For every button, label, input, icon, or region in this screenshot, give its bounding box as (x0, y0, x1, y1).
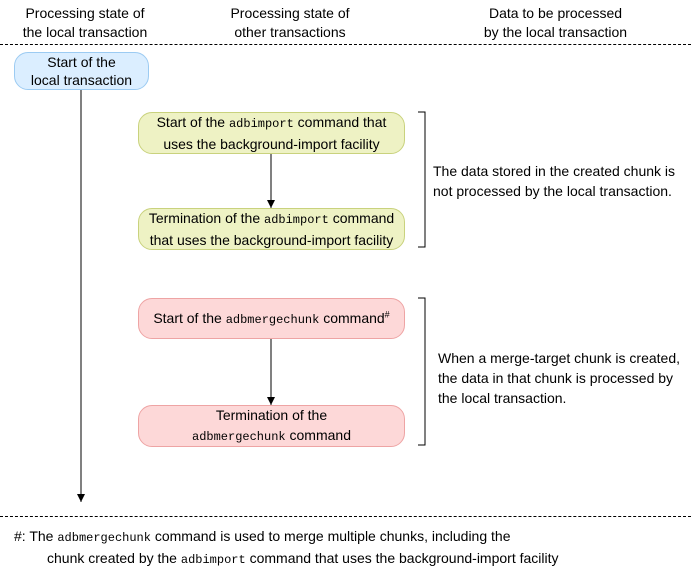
import-end-line1: Termination of the adbimport command (148, 210, 395, 227)
merge-end-box: Termination of the adbmergechunk command (138, 405, 405, 447)
header-other-line2: other transactions (234, 24, 346, 40)
import-start-box: Start of the adbimport command that uses… (138, 112, 405, 154)
merge-start-line: Start of the adbmergechunk command# (153, 308, 390, 327)
header-local-line2: the local transaction (22, 24, 148, 40)
merge-end-line2: adbmergechunk command (192, 427, 351, 444)
import-end-line2: that uses the background-import facility (149, 232, 394, 248)
start-local-line1: Start of the (47, 54, 116, 70)
import-end-box: Termination of the adbimport command tha… (138, 208, 405, 250)
import-note: The data stored in the created chunk is … (433, 161, 675, 201)
merge-note: When a merge-target chunk is created, th… (438, 348, 680, 408)
header-data: Data to be processed by the local transa… (420, 4, 691, 42)
adbimport-command-text: adbimport (264, 213, 329, 227)
footnote-mark: # (384, 308, 390, 319)
footnote: #: The adbmergechunk command is used to … (14, 526, 559, 570)
merge-bracket (418, 297, 426, 446)
header-local-state: Processing state of the local transactio… (0, 4, 170, 42)
header-divider (0, 44, 691, 45)
adbmergechunk-command-text: adbmergechunk (192, 430, 286, 444)
header-other-line1: Processing state of (230, 5, 350, 21)
merge-note-line2: the data in that chunk is processed by (438, 370, 674, 386)
merge-note-line1: When a merge-target chunk is created, (438, 350, 681, 366)
import-note-line1: The data stored in the created chunk is (433, 163, 676, 179)
import-start-line2: uses the background-import facility (163, 136, 380, 152)
footnote-marker: #: (14, 528, 26, 544)
start-local-line2: local transaction (30, 72, 133, 88)
start-local-transaction-box: Start of the local transaction (14, 52, 149, 90)
import-start-line1: Start of the adbimport command that (156, 114, 387, 131)
merge-start-box: Start of the adbmergechunk command# (138, 298, 405, 339)
adbimport-command-text: adbimport (180, 553, 246, 567)
footnote-line2: chunk created by the adbimport command t… (47, 550, 559, 567)
import-note-line2: not processed by the local transaction. (433, 183, 672, 199)
header-data-line2: by the local transaction (483, 24, 628, 40)
adbmergechunk-command-text: adbmergechunk (57, 531, 151, 545)
merge-end-line1: Termination of the (215, 407, 328, 423)
footnote-line1: #: The adbmergechunk command is used to … (14, 528, 511, 545)
header-local-line1: Processing state of (25, 5, 145, 21)
import-bracket (418, 111, 426, 248)
footer-divider (0, 516, 691, 517)
header-other-state: Processing state of other transactions (195, 4, 385, 42)
merge-note-line3: the local transaction. (438, 390, 567, 406)
adbmergechunk-command-text: adbmergechunk (225, 312, 320, 327)
adbimport-command-text: adbimport (228, 117, 294, 131)
header-data-line1: Data to be processed (488, 5, 623, 21)
